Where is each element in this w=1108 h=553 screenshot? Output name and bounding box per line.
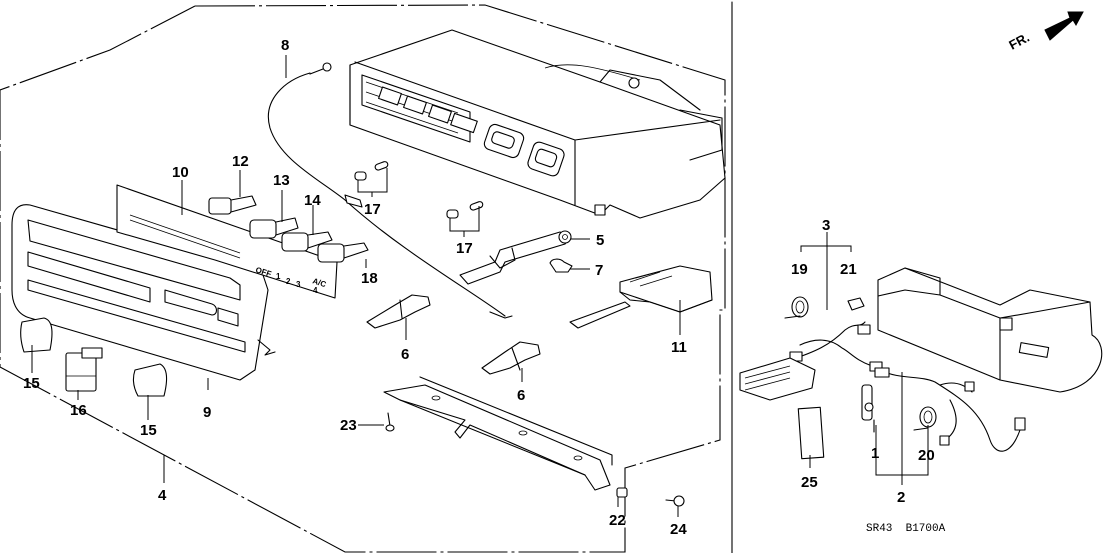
panel-marking-speed-2: 2 [286,277,291,286]
sensor [861,384,875,433]
callout-11: 11 [671,339,687,356]
knob [132,363,168,397]
drawing-code: SR43 B1700A [866,523,946,535]
callout-5: 5 [596,232,604,249]
callout-19: 19 [791,261,808,278]
assembly-boundary [0,4,726,553]
push-button [249,217,299,239]
knob [20,317,53,353]
callout-15a: 15 [23,375,40,392]
label-plate [797,406,825,460]
harness-clamp [913,406,937,431]
callout-1: 1 [871,445,879,462]
bezel-panel [11,204,276,381]
callout-4: 4 [158,487,167,504]
mode-switch [569,265,713,329]
clip [549,258,573,273]
callout-21: 21 [840,261,857,278]
callout-10: 10 [172,164,189,181]
callout-17b: 17 [456,240,473,257]
leader-lines [31,55,929,517]
callout-20: 20 [918,447,935,464]
clip [847,297,865,311]
mounting-bracket [383,376,613,491]
panel-marking-ac: A/C [311,276,327,289]
slider [366,294,431,329]
callout-23: 23 [340,417,357,434]
front-direction-arrow-icon: FR. [1006,11,1084,53]
callout-6b: 6 [517,387,525,404]
panel-marking-speed-1: 1 [276,272,281,281]
callout-8: 8 [281,37,289,54]
push-button [208,195,257,215]
front-direction-label: FR. [1006,30,1032,53]
bulb-pair [354,161,389,181]
callout-17a: 17 [364,201,381,218]
heater-unit-housing [877,267,1103,393]
control-cable [267,62,513,319]
callout-labels: 1 2 3 4 5 6 6 7 8 9 10 11 12 13 14 15 15… [23,37,935,538]
wire-harness [789,321,1026,452]
callout-15b: 15 [140,422,157,439]
bulb-pair [446,201,484,219]
push-button [317,242,369,263]
callout-2: 2 [897,489,905,506]
callout-3: 3 [822,217,830,234]
knob [65,347,103,392]
panel-marking-speed-4: 4 [313,286,318,295]
callout-18: 18 [361,270,378,287]
nut [616,487,628,498]
callout-14: 14 [304,192,321,209]
heater-control-unit [349,29,726,219]
callout-22: 22 [609,512,626,529]
lever [459,230,572,285]
screw [385,412,395,432]
callout-13: 13 [273,172,290,189]
callout-12: 12 [232,153,249,170]
push-button [281,231,333,252]
callout-9: 9 [203,404,211,421]
slider [481,341,541,375]
callout-16: 16 [70,402,87,419]
harness-clamp [784,296,809,319]
panel-marking-speed-3: 3 [296,280,301,289]
callout-7: 7 [595,262,603,279]
callout-24: 24 [670,521,687,538]
callout-25: 25 [801,474,818,491]
screw [665,495,685,507]
control-module-box [739,357,816,401]
callout-6a: 6 [401,346,409,363]
